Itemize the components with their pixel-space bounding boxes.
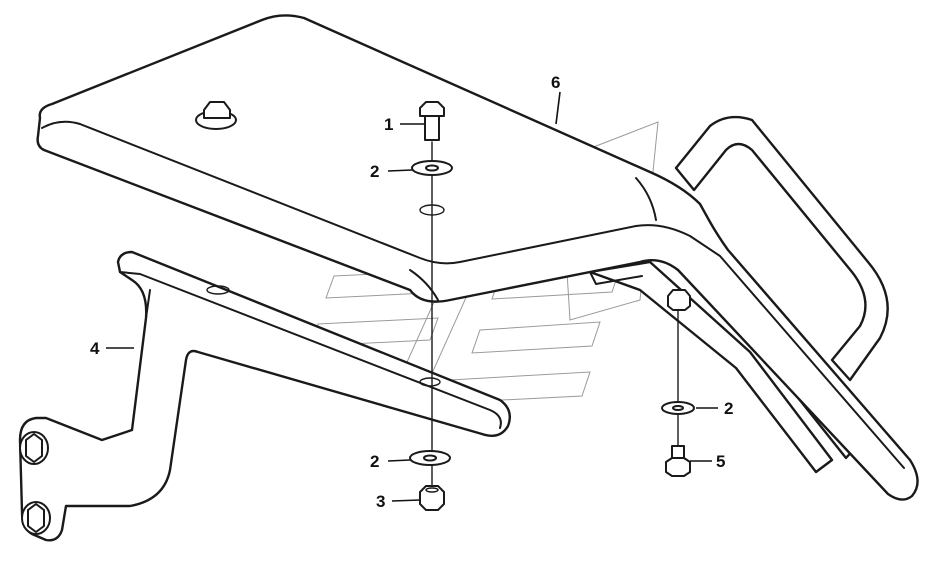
leader-2c [387,459,411,462]
seat-top-nut-icon [195,101,237,130]
callout-2-lower: 2 [370,452,379,471]
seat-bracket [588,260,834,474]
callout-6: 6 [551,73,560,92]
washer-right-icon [661,401,695,415]
callout-5: 5 [716,452,725,471]
callout-3: 3 [376,492,385,511]
nut-icon [419,485,445,511]
arm-bolt-lower-icon [21,501,51,535]
callout-2-right: 2 [724,399,733,418]
callout-1: 1 [384,115,393,134]
callout-4: 4 [90,339,100,358]
washer-lower-icon [409,450,451,466]
washer-upper-icon [411,160,453,176]
callout-2-upper: 2 [370,162,379,181]
leader-6 [555,91,561,125]
arm-bolt-upper-icon [19,431,49,465]
leader-2a [387,169,413,172]
leader-3 [391,499,421,502]
support-arm [18,250,511,542]
bolt-right-icon [665,445,691,477]
bolt-icon [419,101,445,141]
bracket-nut-icon [667,289,691,311]
seat-panel [36,14,919,501]
